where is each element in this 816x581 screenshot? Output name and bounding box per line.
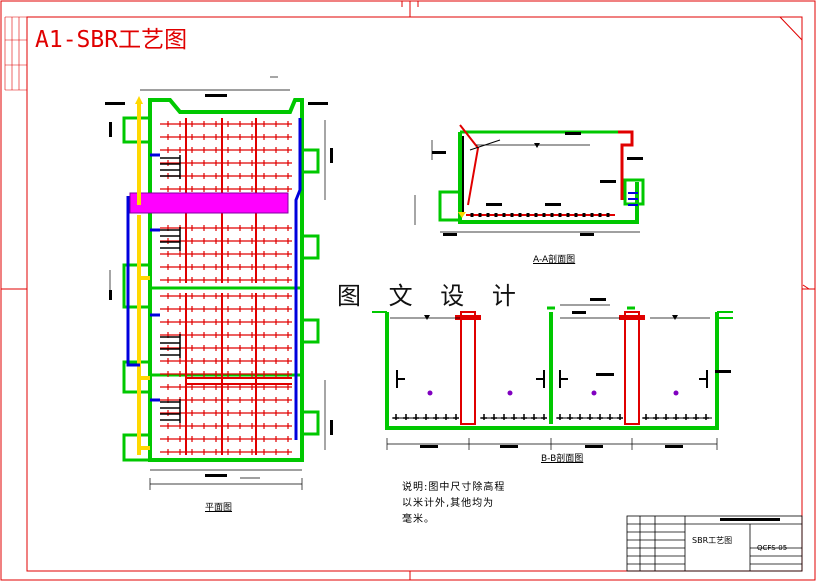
plan-view-label: 平面图 — [205, 503, 233, 513]
diffuser-mark — [534, 213, 538, 217]
diffuser-mark — [643, 414, 649, 420]
plan-view — [105, 76, 333, 490]
diffuser-mark — [541, 414, 547, 420]
diffuser-mark — [433, 414, 439, 420]
diffuser-mark — [558, 213, 562, 217]
title-block-name: SBR工艺图 — [692, 536, 733, 545]
hatch-strip — [4, 16, 27, 91]
yellow-pipe — [137, 100, 150, 455]
diffuser-mark — [502, 213, 506, 217]
diffuser-mark — [606, 213, 610, 217]
title-block-lines — [626, 515, 803, 572]
diffuser-mark — [542, 213, 546, 217]
diffuser-mark — [521, 414, 527, 420]
diffuser-mark — [393, 414, 399, 420]
diffuser-mark — [511, 414, 517, 420]
drawing-note: 说明:图中尺寸除高程 以米计外,其他均为 毫米。 — [402, 480, 505, 528]
diffuser-mark — [598, 213, 602, 217]
diffuser-mark — [557, 414, 563, 420]
section-aa-label: A-A剖面图 — [533, 255, 576, 265]
diffuser-mark — [590, 213, 594, 217]
section-bb — [372, 298, 733, 450]
diffuser-mark — [453, 414, 459, 420]
diffuser-mark — [703, 414, 709, 420]
diffuser-mark — [577, 414, 583, 420]
diffuser-mark — [518, 213, 522, 217]
diffuser-mark — [531, 414, 537, 420]
diffuser-mark — [501, 414, 507, 420]
diffuser-mark — [526, 213, 530, 217]
diffuser-mark — [587, 414, 593, 420]
diffuser-mark — [597, 414, 603, 420]
diffuser-mark — [550, 213, 554, 217]
diffuser-mark — [582, 213, 586, 217]
diffuser-mark — [574, 213, 578, 217]
note-line: 以米计外,其他均为 — [402, 498, 495, 509]
section-bb-label: B-B剖面图 — [541, 454, 584, 464]
diffuser-mark — [510, 213, 514, 217]
diffuser-mark — [494, 213, 498, 217]
diffuser-mark — [567, 414, 573, 420]
diffuser-mark — [413, 414, 419, 420]
diffuser-mark — [607, 414, 613, 420]
diffuser-mark — [403, 414, 409, 420]
diffuser-mark — [617, 414, 623, 420]
watermark-text: 图 文 设 计 — [337, 282, 526, 310]
note-line: 说明:图中尺寸除高程 — [402, 482, 506, 493]
diffuser-mark — [566, 213, 570, 217]
diffuser-mark — [693, 414, 699, 420]
section-aa — [414, 124, 645, 236]
diffuser-mark — [683, 414, 689, 420]
diffuser-mark — [486, 213, 490, 217]
note-line: 毫米。 — [402, 514, 435, 525]
diffuser-mark — [481, 414, 487, 420]
aeration-grid — [160, 121, 292, 455]
diffuser-mark — [673, 414, 679, 420]
diffuser-mark — [663, 414, 669, 420]
diffuser-mark — [478, 213, 482, 217]
diffuser-mark — [443, 414, 449, 420]
diffuser-mark — [423, 414, 429, 420]
diffuser-mark — [491, 414, 497, 420]
diffuser-mark — [653, 414, 659, 420]
air-duct — [129, 192, 289, 214]
diffuser-mark — [470, 213, 474, 217]
page-title: A1-SBR工艺图 — [35, 27, 188, 53]
blue-pipe — [126, 118, 302, 440]
title-block-code: QCFS-05 — [757, 544, 788, 552]
